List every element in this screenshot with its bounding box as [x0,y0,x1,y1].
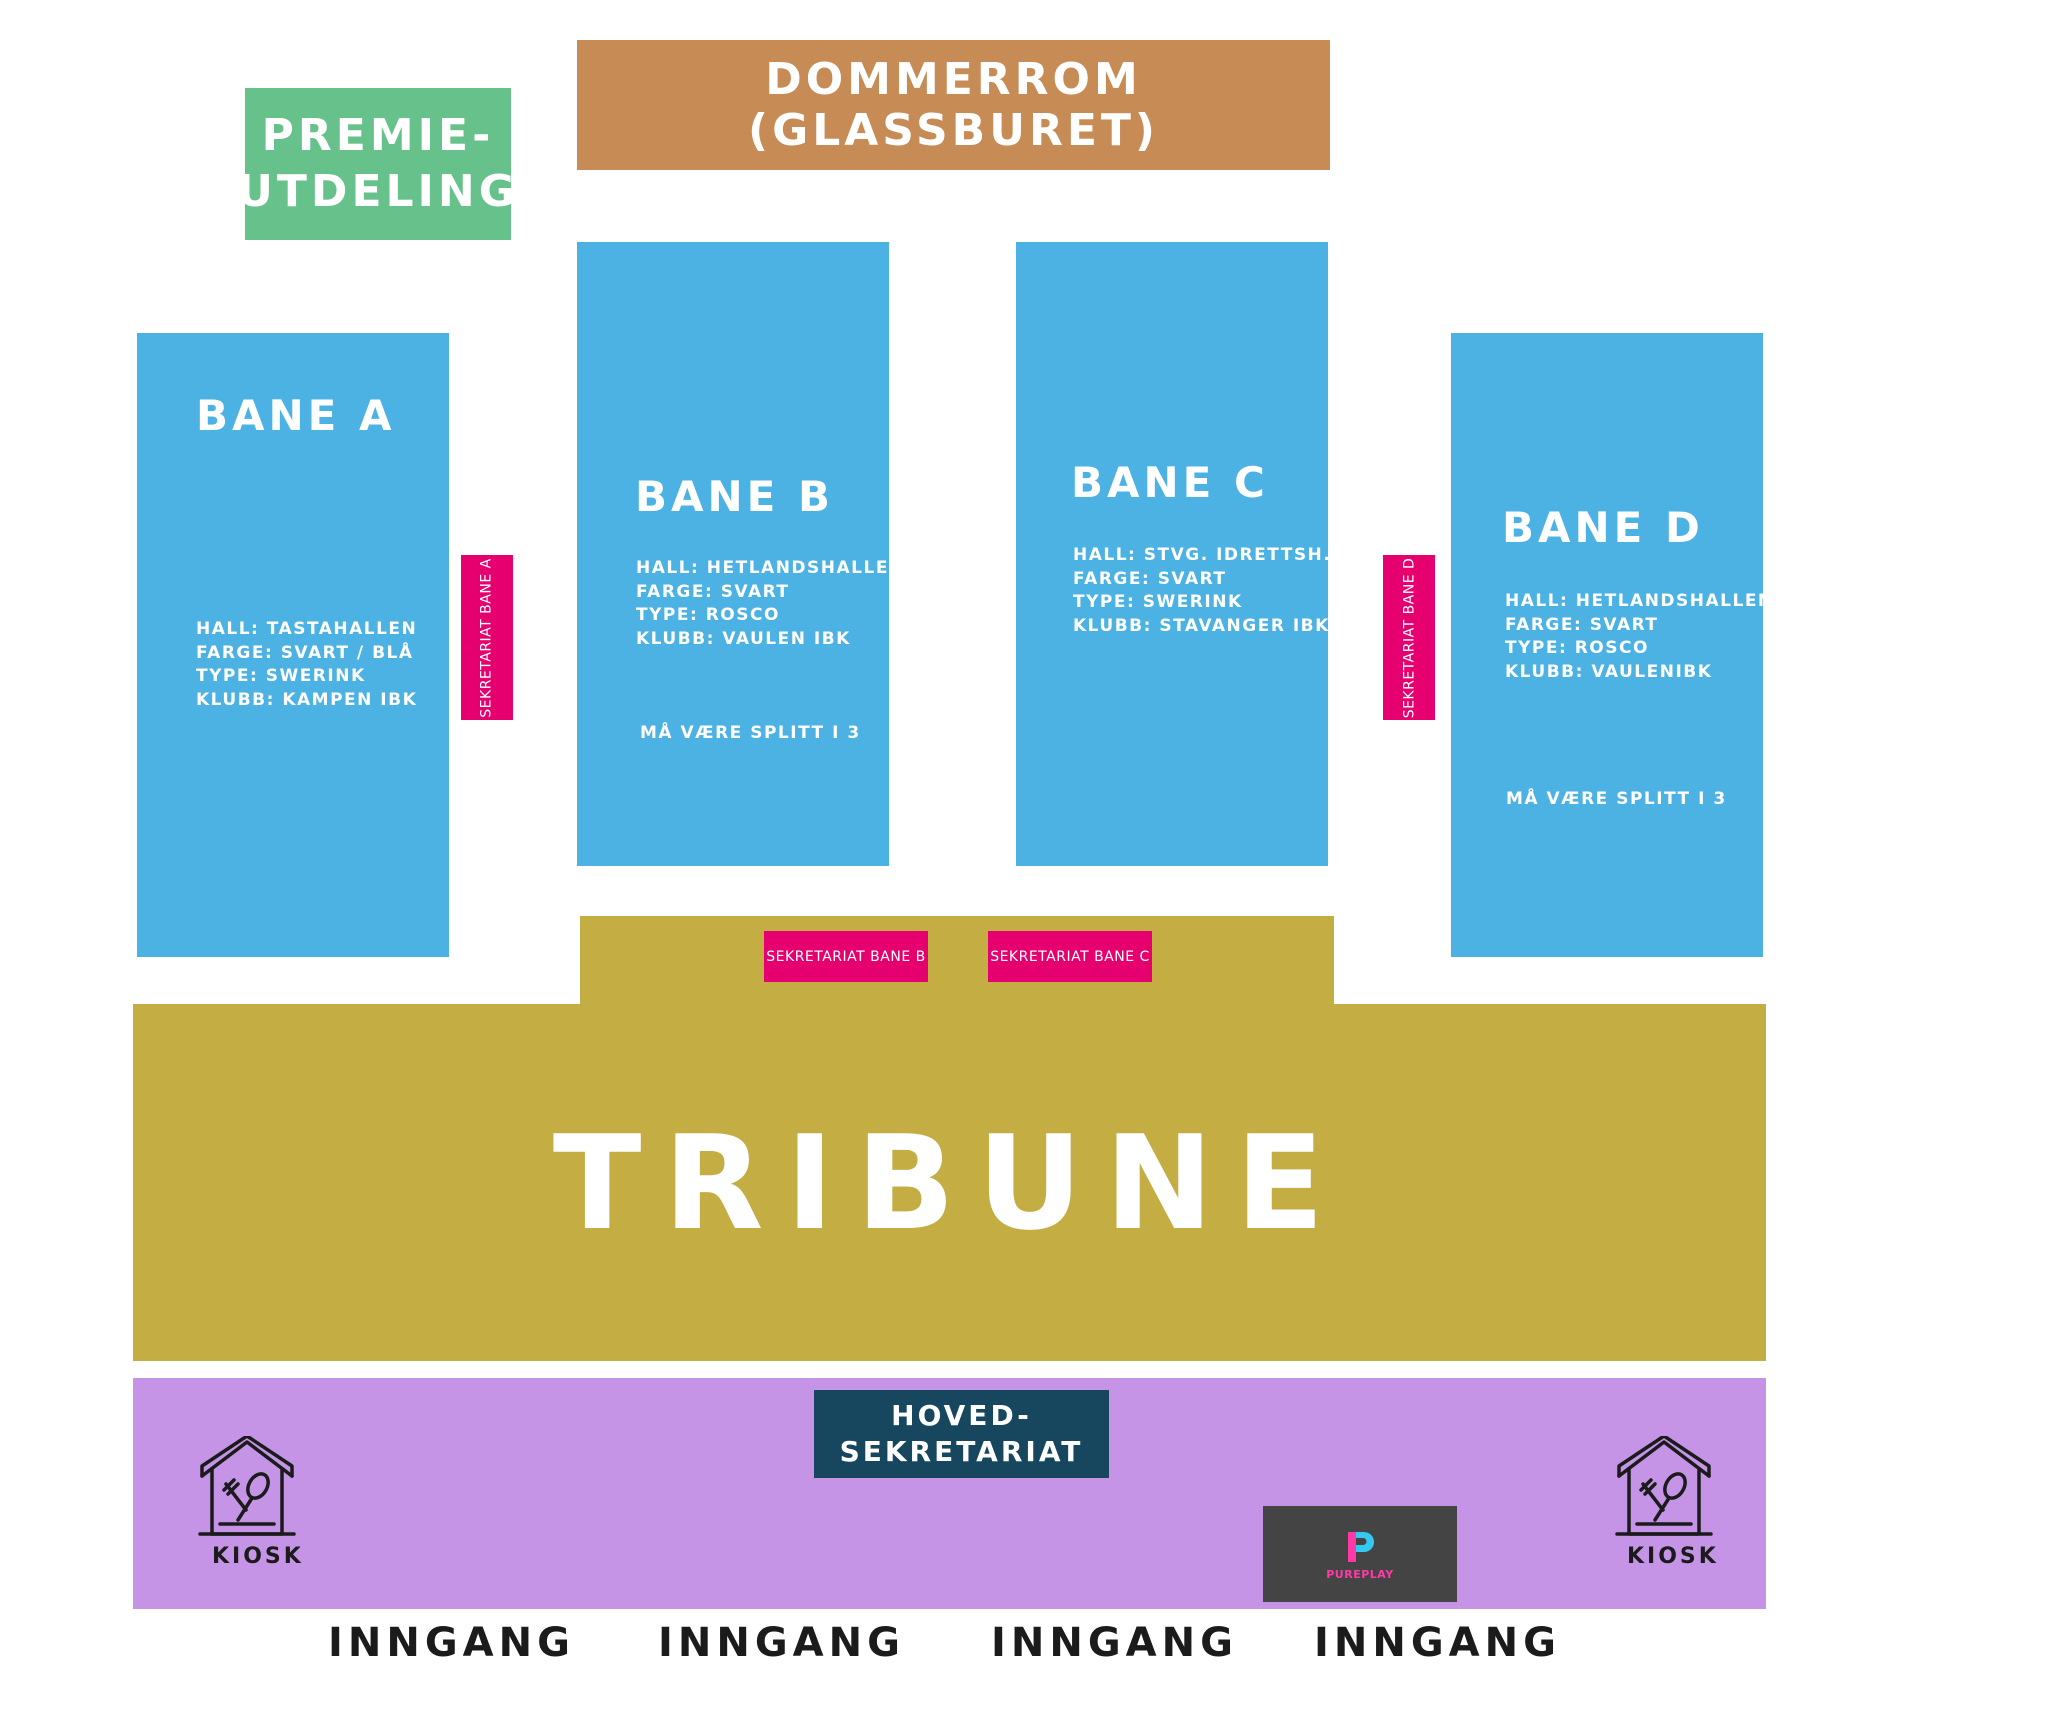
court-b-klubb: KLUBB: VAULEN IBK [636,628,851,649]
hovedsekretariat-label: HOVED- SEKRETARIAT [839,1399,1084,1468]
dommerrom-area: DOMMERROM (GLASSBURET) [577,40,1330,170]
court-c-farge: FARGE: SVART [1073,568,1227,589]
court-b-type: TYPE: ROSCO [636,605,780,625]
court-b: BANE B HALL: HETLANDSHALLEN FARGE: SVART… [577,242,903,866]
secretariat-d: SEKRETARIAT BANE D [1383,555,1435,720]
kiosk-house-icon [1615,1436,1713,1536]
court-d-type: TYPE: ROSCO [1505,638,1649,658]
court-c-info: HALL: STVG. IDRETTSH. FARGE: SVART TYPE:… [1073,544,1331,638]
court-a-hall: HALL: TASTAHALLEN [196,619,418,639]
kiosk-left-label: KIOSK [212,1544,304,1569]
court-c-klubb: KLUBB: STAVANGER IBK [1073,615,1330,636]
court-b-hall: HALL: HETLANDSHALLEN [636,558,905,578]
court-a: BANE A HALL: TASTAHALLEN FARGE: SVART / … [137,333,449,957]
court-d-klubb: KLUBB: VAULENIBK [1505,661,1713,682]
court-d-title: BANE D [1502,503,1704,552]
court-b-farge: FARGE: SVART [636,581,790,602]
secretariat-c: SEKRETARIAT BANE C [988,931,1152,982]
entrance-label: INNGANG [328,1620,575,1666]
court-b-info: HALL: HETLANDSHALLEN FARGE: SVART TYPE: … [636,557,905,651]
entrance-label: INNGANG [1314,1620,1561,1666]
court-d-info: HALL: HETLANDSHALLEN FARGE: SVART TYPE: … [1505,590,1774,684]
secretariat-a: SEKRETARIAT BANE A [461,555,513,720]
court-b-note: MÅ VÆRE SPLITT I 3 [640,723,861,743]
court-c-type: TYPE: SWERINK [1073,592,1243,612]
court-d-farge: FARGE: SVART [1505,614,1659,635]
pureplay-logo-text: PUREPLAY [1326,1567,1394,1581]
tribune-upper [580,916,1334,1006]
kiosk-right-label: KIOSK [1627,1544,1719,1569]
court-c-hall: HALL: STVG. IDRETTSH. [1073,545,1332,565]
pureplay-logo: PUREPLAY [1263,1506,1457,1602]
court-b-title: BANE B [635,472,834,521]
court-a-type: TYPE: SWERINK [196,666,366,686]
secretariat-c-label: SEKRETARIAT BANE C [990,948,1150,965]
secretariat-d-label: SEKRETARIAT BANE D [1401,557,1418,718]
court-d: BANE D HALL: HETLANDSHALLEN FARGE: SVART… [1451,333,1772,957]
court-a-klubb: KLUBB: KAMPEN IBK [196,689,418,710]
pureplay-logo-icon [1348,1531,1374,1562]
court-c: BANE C HALL: STVG. IDRETTSH. FARGE: SVAR… [1016,242,1331,866]
secretariat-a-label: SEKRETARIAT BANE A [479,557,495,718]
court-d-hall: HALL: HETLANDSHALLEN [1505,591,1774,611]
court-c-title: BANE C [1071,458,1269,507]
kiosk-house-icon [198,1436,296,1536]
court-a-title: BANE A [196,391,396,440]
secretariat-b: SEKRETARIAT BANE B [764,931,928,982]
entrance-label: INNGANG [658,1620,905,1666]
premieutdeling-area: PREMIE- UTDELING [237,88,515,240]
court-a-farge: FARGE: SVART / BLÅ [196,642,414,663]
court-a-info: HALL: TASTAHALLEN FARGE: SVART / BLÅ TYP… [196,618,417,712]
premieutdeling-label: PREMIE- UTDELING [237,110,519,217]
tribune-label: TRIBUNE [552,1106,1347,1259]
secretariat-b-label: SEKRETARIAT BANE B [766,948,926,965]
tribune-area: TRIBUNE [133,1004,1766,1361]
hovedsekretariat: HOVED- SEKRETARIAT [814,1390,1109,1478]
entrance-label: INNGANG [991,1620,1238,1666]
dommerrom-label: DOMMERROM (GLASSBURET) [747,54,1160,156]
court-d-note: MÅ VÆRE SPLITT I 3 [1506,789,1727,809]
